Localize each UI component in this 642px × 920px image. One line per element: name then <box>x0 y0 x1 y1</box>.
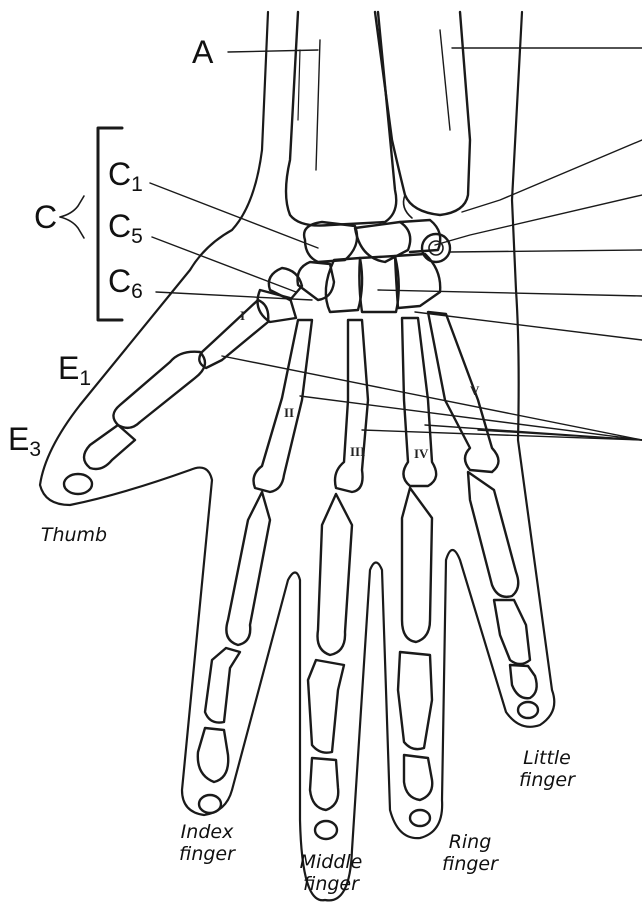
leader-metacarpal-5 <box>477 429 642 441</box>
label-E1: E1 <box>58 350 92 390</box>
label-C1: C1 <box>108 156 143 196</box>
metacarpal-bones <box>198 298 500 494</box>
metacarpal-label-2: II <box>284 405 295 420</box>
label-A: A <box>192 34 214 70</box>
leader-metacarpal-1 <box>221 355 642 441</box>
ulna-bone <box>373 10 472 219</box>
metacarpal-label-3: III <box>350 444 366 459</box>
leader-C6 <box>155 291 313 301</box>
middle-finger-phalanges <box>306 492 354 841</box>
metacarpal-label-4: IV <box>414 446 429 461</box>
label-thumb: Thumb <box>40 524 108 546</box>
label-C5: C5 <box>108 208 143 248</box>
leader-metacarpal-3 <box>361 429 642 441</box>
leader-C1 <box>149 182 319 249</box>
leader-C5 <box>151 236 297 293</box>
ring-finger-phalanges <box>396 486 434 828</box>
metacarpal-label-1: I <box>240 308 246 323</box>
little-finger-phalanges <box>466 470 540 720</box>
metacarpal-label-5: V <box>470 383 480 398</box>
index-finger-phalanges <box>196 490 272 815</box>
leader-A <box>227 49 319 53</box>
leader-lines <box>149 47 642 441</box>
radius-bone <box>284 10 398 227</box>
leader-metacarpal-2 <box>299 395 642 441</box>
label-index-finger: Index finger <box>179 821 235 865</box>
label-E3: E3 <box>8 421 42 461</box>
label-middle-finger: Middle finger <box>299 851 363 895</box>
c-bracket <box>59 126 124 322</box>
leader-r2 <box>434 194 642 246</box>
label-little-finger: Little finger <box>519 747 575 791</box>
leader-r1 <box>461 139 642 213</box>
thumb-phalanges <box>62 350 207 496</box>
label-C: C <box>34 199 58 235</box>
label-ring-finger: Ring finger <box>442 831 498 875</box>
carpal-bones <box>256 218 452 324</box>
hand-outline <box>38 10 556 902</box>
label-C6: C6 <box>108 263 143 303</box>
leader-r3 <box>449 249 642 253</box>
leader-r4 <box>377 289 642 297</box>
leader-r5 <box>414 311 642 341</box>
